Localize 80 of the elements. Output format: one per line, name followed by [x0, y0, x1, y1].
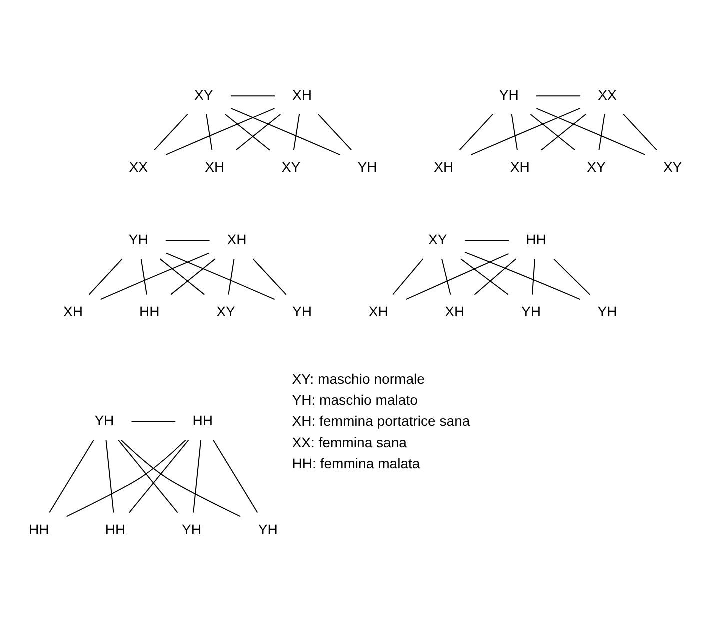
node-text: YH — [598, 304, 618, 320]
connector — [442, 258, 452, 295]
node-text: YH — [292, 304, 312, 320]
node-text: XH — [368, 304, 388, 320]
connector — [166, 108, 275, 156]
connector — [166, 240, 210, 242]
connector — [206, 114, 213, 150]
connector — [118, 440, 178, 514]
node-text: XY — [587, 159, 606, 176]
connector — [554, 258, 590, 296]
connector — [465, 240, 510, 242]
node-text: XY — [428, 231, 448, 248]
label: XX: femmina sana — [292, 434, 408, 450]
node-text: XH — [227, 231, 247, 248]
node-text: HH — [192, 412, 214, 429]
connector — [293, 114, 300, 150]
node-text: YH — [182, 522, 202, 538]
node-text: HH — [139, 304, 160, 320]
connector — [532, 259, 536, 295]
node-text: YH — [499, 86, 519, 103]
connector — [536, 108, 646, 156]
connector — [140, 259, 148, 295]
connector — [392, 258, 424, 296]
connector — [49, 440, 94, 514]
node-text: XH — [445, 304, 465, 320]
connector — [541, 114, 586, 151]
node-text: XY — [216, 304, 236, 320]
connector — [623, 114, 658, 151]
node-text: XY — [194, 86, 214, 103]
connector — [225, 114, 270, 151]
node-text: HH — [105, 522, 126, 538]
connector — [252, 258, 287, 296]
connector — [231, 96, 276, 97]
connector — [460, 258, 509, 296]
connector — [129, 440, 190, 514]
connector — [406, 254, 509, 300]
connector — [132, 421, 176, 422]
node-text: XY — [282, 159, 301, 176]
node-text: XH — [434, 159, 454, 176]
connector — [106, 440, 114, 513]
connector — [100, 252, 210, 300]
connector — [88, 258, 123, 296]
node-text: YH — [258, 522, 278, 538]
node-text: XY — [663, 159, 682, 176]
node-text: XX — [598, 86, 617, 103]
connector — [121, 440, 241, 518]
connector — [474, 258, 516, 296]
node-text: XH — [292, 86, 312, 103]
node-text: HH — [526, 231, 546, 248]
node-text: YH — [358, 159, 378, 176]
node-text: XX — [129, 159, 148, 176]
node-text: HH — [29, 522, 50, 538]
node-text: XH — [205, 159, 225, 176]
connector — [170, 258, 216, 296]
connector — [166, 252, 275, 300]
connector — [236, 114, 281, 151]
label: YH: maschio malato — [292, 392, 418, 408]
node-text: YH — [128, 231, 148, 248]
connector — [459, 114, 494, 151]
connector — [598, 114, 606, 150]
node-text: YH — [521, 304, 541, 320]
label: HH: femmina malata — [292, 455, 420, 472]
connector — [536, 96, 580, 97]
connector — [154, 114, 188, 151]
node-text: XH — [510, 159, 530, 176]
connector — [193, 440, 202, 513]
connector — [160, 258, 205, 296]
connector — [66, 440, 186, 518]
label: XH: femmina portatrice sana — [292, 413, 470, 430]
connector — [318, 114, 352, 151]
node-text: YH — [94, 412, 114, 429]
connector — [212, 440, 258, 514]
connector — [231, 108, 340, 156]
connector — [228, 259, 235, 295]
connector — [471, 108, 580, 156]
label: XY: maschio normale — [292, 370, 425, 387]
connector — [530, 114, 576, 151]
node-text: XH — [64, 304, 84, 320]
connector — [511, 114, 518, 150]
connector — [464, 252, 580, 300]
